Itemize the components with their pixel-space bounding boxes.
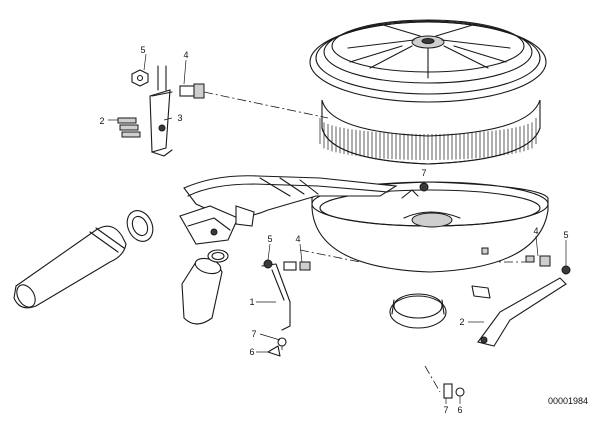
- callout-5: 5: [563, 230, 568, 240]
- callout-5: 5: [267, 234, 272, 244]
- assembly-line-bolt: [424, 365, 441, 393]
- callout-4: 4: [183, 50, 188, 60]
- filter-element: [319, 99, 541, 165]
- bracket-center: [261, 259, 311, 331]
- connecting-hose: [181, 249, 229, 325]
- callout-7: 7: [251, 329, 256, 339]
- assembly-line-lid: [203, 91, 329, 119]
- callout-2: 2: [459, 317, 464, 327]
- bolt-bottom: [443, 383, 465, 399]
- callout-4: 4: [295, 234, 300, 244]
- callout-6: 6: [457, 405, 462, 415]
- document-number: 00001984: [548, 396, 589, 406]
- temperature-sensor-top: [179, 83, 205, 99]
- callout-4: 4: [533, 226, 538, 236]
- callout-3: 3: [177, 113, 182, 123]
- grommet-set: [117, 117, 141, 138]
- callout-2: 2: [99, 116, 104, 126]
- bracket-top-left: [149, 65, 173, 157]
- air-cleaner-lid: [309, 19, 547, 103]
- assembly-line-sensor: [299, 249, 361, 263]
- nut-left: [131, 69, 149, 87]
- intake-hose: [13, 225, 127, 309]
- callout-6: 6: [249, 347, 254, 357]
- intake-snorkel: [179, 175, 398, 245]
- screw-center: [267, 337, 287, 357]
- hose-clamp-ring: [126, 210, 154, 242]
- callout-1: 1: [249, 297, 254, 307]
- leader-lines: [108, 53, 567, 404]
- callout-5: 5: [140, 45, 145, 55]
- bracket-right: [471, 255, 571, 347]
- seal-ring: [389, 293, 447, 329]
- air-cleaner-housing: [311, 181, 549, 273]
- callout-7: 7: [443, 405, 448, 415]
- callout-7: 7: [421, 168, 426, 178]
